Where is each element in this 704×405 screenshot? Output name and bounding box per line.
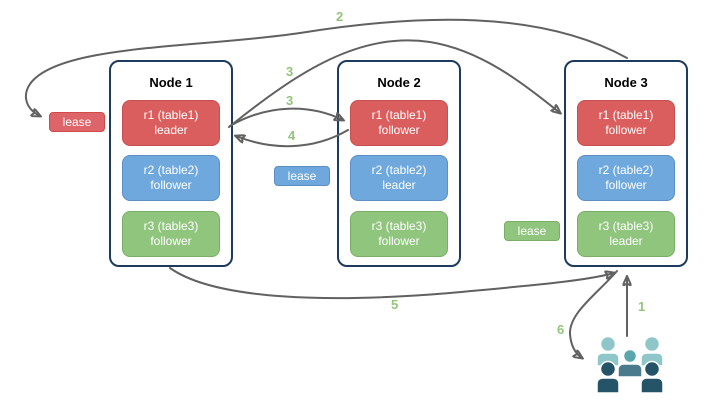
clients-group	[592, 334, 668, 403]
lease-badge-table1: lease	[49, 112, 105, 132]
replica-name: r3 (table3)	[598, 219, 654, 233]
lease-badge-table3: lease	[504, 221, 560, 241]
node-3-replica-r3: r3 (table3) leader	[577, 211, 675, 257]
step-label-3b: 3	[286, 93, 294, 108]
lease-badge-table2: lease	[274, 166, 330, 186]
arrow-step-5-node1-to-node3	[169, 267, 614, 300]
node-2: Node 2 r1 (table1) follower r2 (table2) …	[337, 60, 461, 267]
replica-role: follower	[605, 178, 647, 192]
replica-role: leader	[382, 178, 416, 192]
replica-role: follower	[150, 178, 192, 192]
replica-name: r1 (table1)	[143, 108, 199, 122]
replica-role: leader	[609, 234, 643, 248]
node-3-replica-r2: r2 (table2) follower	[577, 155, 675, 201]
step-label-4: 4	[288, 128, 296, 143]
replica-name: r2 (table2)	[598, 163, 654, 177]
replica-name: r2 (table2)	[371, 163, 427, 177]
replica-role: follower	[378, 234, 420, 248]
node-1-replica-r1: r1 (table1) leader	[122, 100, 220, 146]
step-label-1: 1	[638, 299, 646, 314]
node-1-title: Node 1	[149, 75, 193, 90]
replica-role: leader	[154, 123, 188, 137]
node-1-replica-r2: r2 (table2) follower	[122, 155, 220, 201]
step-label-2: 2	[336, 9, 344, 24]
users-icon	[596, 335, 664, 394]
step-label-6: 6	[557, 322, 565, 337]
replica-name: r1 (table1)	[371, 108, 427, 122]
node-2-replica-r2: r2 (table2) leader	[350, 155, 448, 201]
node-3-replica-r1: r1 (table1) follower	[577, 100, 675, 146]
replica-name: r3 (table3)	[371, 219, 427, 233]
node-3: Node 3 r1 (table1) follower r2 (table2) …	[564, 60, 688, 267]
node-2-title: Node 2	[377, 75, 421, 90]
replica-name: r2 (table2)	[143, 163, 199, 177]
replica-name: r3 (table3)	[143, 219, 199, 233]
replica-role: follower	[605, 123, 647, 137]
replica-role: follower	[150, 234, 192, 248]
node-1-replica-r3: r3 (table3) follower	[122, 211, 220, 257]
step-label-5: 5	[391, 297, 399, 312]
arrow-step-3-leader-to-node2	[229, 107, 343, 127]
node-2-replica-r1: r1 (table1) follower	[350, 100, 448, 146]
node-2-replica-r3: r3 (table3) follower	[350, 211, 448, 257]
step-label-3a: 3	[286, 64, 294, 79]
replica-role: follower	[378, 123, 420, 137]
node-1: Node 1 r1 (table1) leader r2 (table2) fo…	[109, 60, 233, 267]
replica-name: r1 (table1)	[598, 108, 654, 122]
node-3-title: Node 3	[604, 75, 648, 90]
